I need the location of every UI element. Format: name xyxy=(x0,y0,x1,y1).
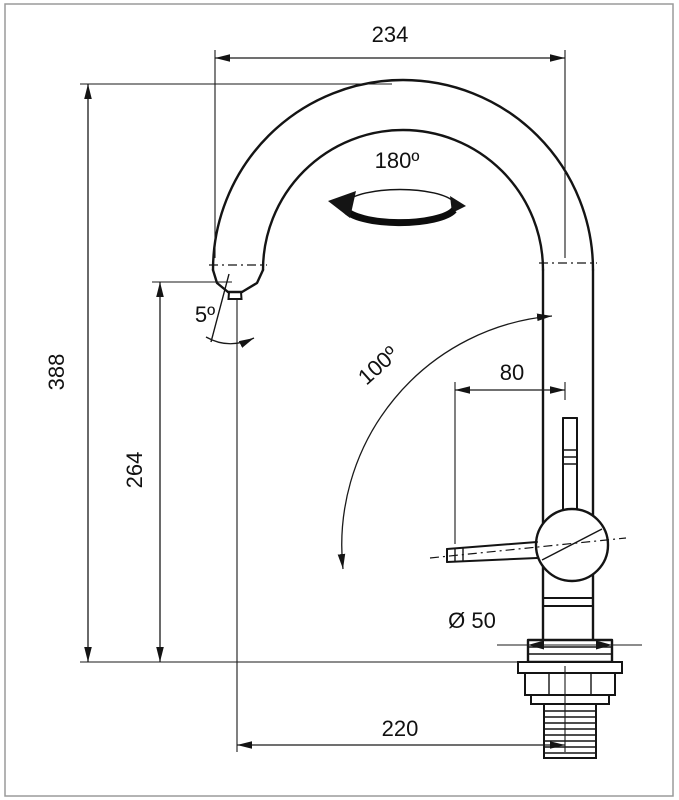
threaded-shank xyxy=(543,703,597,759)
annotation-spout-tilt-5: 5º xyxy=(195,273,255,348)
spout-outer-arc xyxy=(211,78,595,272)
lever-rod-joint-lines xyxy=(563,449,577,465)
dia-arrow-left-icon xyxy=(528,640,544,650)
label-5-degrees: 5º xyxy=(195,302,215,327)
annotation-lever-swing-100: 100º xyxy=(337,313,553,570)
tilt-reference-line xyxy=(210,273,230,343)
shank-thread-lines xyxy=(544,710,596,754)
dimension-total-height: 388 xyxy=(44,83,528,663)
spout-inner-arc xyxy=(261,128,545,272)
image-border xyxy=(4,3,674,797)
aerator xyxy=(227,291,243,300)
mounting-nut xyxy=(524,672,616,696)
dim-label-234: 234 xyxy=(372,22,409,47)
swivel-arrow-left-icon xyxy=(328,191,356,218)
dimension-top-width: 234 xyxy=(214,22,566,258)
dimension-base-diameter: Ø 50 xyxy=(448,608,642,650)
sphere-diagonal-line xyxy=(541,528,603,561)
dim-label-dia-50: Ø 50 xyxy=(448,608,496,633)
dim-label-264: 264 xyxy=(122,452,147,489)
lever-bottom-edge xyxy=(446,557,538,563)
mounting-washer xyxy=(530,694,610,705)
dia-arrow-right-icon xyxy=(596,640,612,650)
swivel-arrow-right-icon xyxy=(450,196,466,213)
mounting-plate-top xyxy=(517,661,623,674)
spout-tip-right xyxy=(240,268,265,294)
faucet-outline xyxy=(209,78,627,759)
swing-arc xyxy=(337,313,553,570)
lever-top-edge xyxy=(446,541,538,550)
label-100-degrees: 100º xyxy=(353,341,403,390)
dim-label-80: 80 xyxy=(500,360,524,385)
mounting-nut-facets xyxy=(548,673,592,695)
swivel-arc-thick xyxy=(342,206,457,227)
tilt-arc xyxy=(205,336,255,348)
lever-rod xyxy=(562,417,578,513)
dimension-spout-height: 264 xyxy=(122,281,232,662)
dimension-lever-length: 80 xyxy=(454,360,566,544)
dim-label-388: 388 xyxy=(44,354,69,391)
swivel-arc-thin xyxy=(345,188,455,203)
base-assembly xyxy=(517,638,623,759)
label-180-degrees: 180º xyxy=(375,148,420,173)
dimension-bottom-width: 220 xyxy=(236,300,566,752)
dim-label-220: 220 xyxy=(382,716,419,741)
annotation-swivel-180: 180º xyxy=(328,148,466,227)
